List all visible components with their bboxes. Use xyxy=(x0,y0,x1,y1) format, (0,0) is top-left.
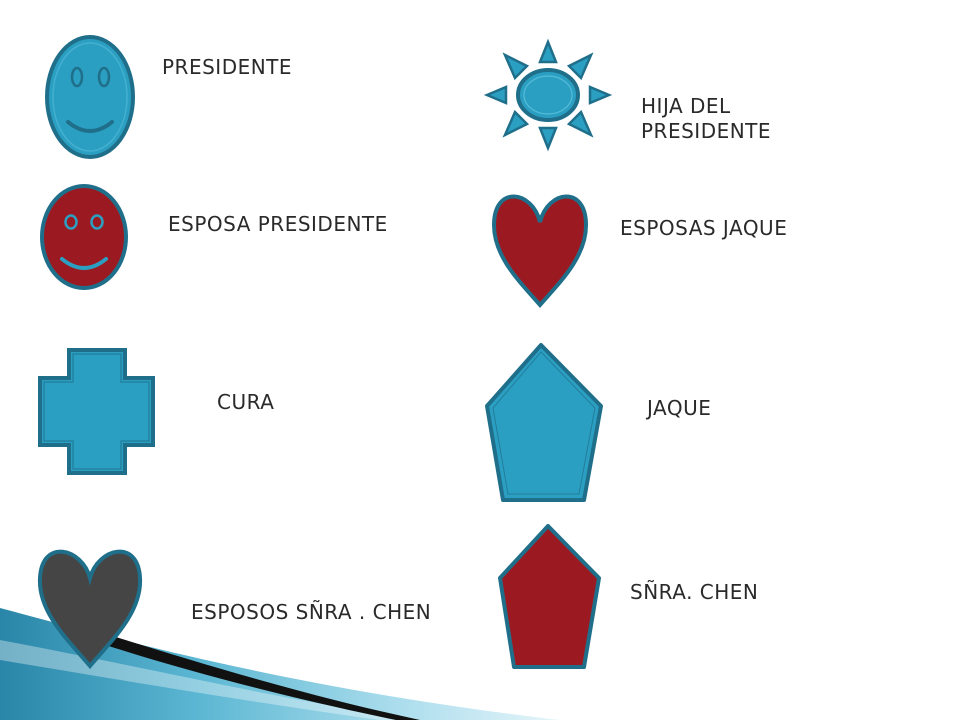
corner-swoosh xyxy=(0,608,560,720)
smiley-face-red-icon xyxy=(40,184,128,290)
label-esposos-sra-chen: ESPOSOS SÑRA . CHEN xyxy=(191,600,432,624)
label-hija-del-presidente: HIJA DEL PRESIDENTE xyxy=(641,94,772,143)
label-jaque: JAQUE xyxy=(647,396,712,420)
label-esposa-presidente: ESPOSA PRESIDENTE xyxy=(168,212,388,236)
sun-icon xyxy=(483,38,613,152)
label-esposas-jaque: ESPOSAS JAQUE xyxy=(620,216,788,240)
pentagon-red-icon xyxy=(498,524,601,669)
heart-dark-icon xyxy=(37,549,143,670)
plus-cross-icon xyxy=(38,348,155,475)
label-sra-chen: SÑRA. CHEN xyxy=(630,580,759,604)
heart-red-icon xyxy=(491,194,589,309)
pentagon-blue-icon xyxy=(485,343,603,502)
label-cura: CURA xyxy=(217,390,275,414)
label-presidente: PRESIDENTE xyxy=(162,55,293,79)
smiley-face-blue-icon xyxy=(45,35,135,159)
